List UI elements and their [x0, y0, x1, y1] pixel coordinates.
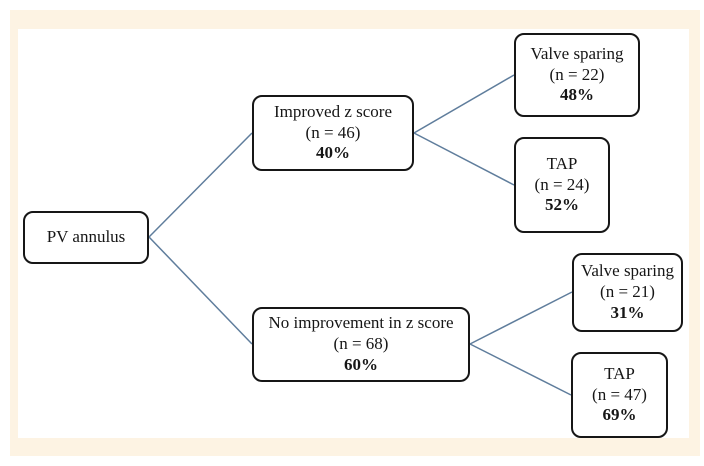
node-label: Valve sparing: [580, 261, 674, 281]
node-percent: 40%: [316, 143, 350, 163]
node-count: (n = 47): [592, 384, 647, 404]
node-no-improvement-z-score: No improvement in z score (n = 68) 60%: [252, 307, 470, 382]
node-count: (n = 46): [305, 122, 361, 142]
node-percent: 60%: [344, 354, 378, 374]
node-count: (n = 68): [333, 334, 389, 354]
node-percent: 48%: [560, 85, 594, 105]
node-count: (n = 22): [549, 64, 605, 84]
node-label: Valve sparing: [530, 43, 624, 63]
node-label: PV annulus: [46, 227, 126, 247]
node-label: TAP: [604, 363, 635, 383]
node-label: TAP: [546, 153, 578, 173]
node-valve-sparing-improved: Valve sparing (n = 22) 48%: [514, 33, 640, 117]
node-pv-annulus: PV annulus: [23, 211, 149, 264]
node-label: No improvement in z score: [268, 313, 454, 333]
node-percent: 52%: [545, 195, 579, 215]
node-label: Improved z score: [273, 101, 392, 121]
node-tap-no-improvement: TAP (n = 47) 69%: [571, 352, 668, 438]
node-valve-sparing-no-improvement: Valve sparing (n = 21) 31%: [572, 253, 683, 332]
node-percent: 31%: [610, 302, 645, 322]
node-improved-z-score: Improved z score (n = 46) 40%: [252, 95, 414, 171]
node-tap-improved: TAP (n = 24) 52%: [514, 137, 610, 233]
node-percent: 69%: [602, 405, 637, 425]
node-count: (n = 24): [534, 174, 590, 194]
node-count: (n = 21): [600, 282, 655, 302]
